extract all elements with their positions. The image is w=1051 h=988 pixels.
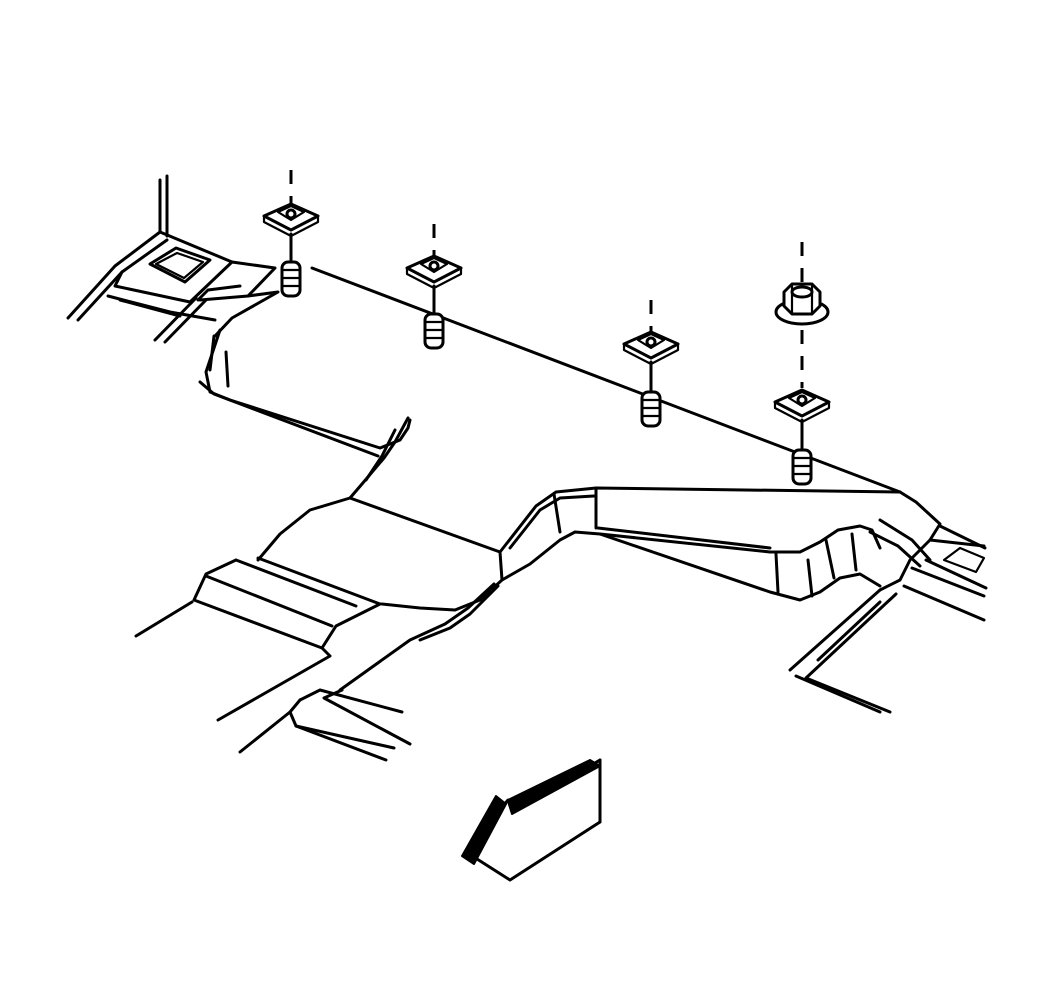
fastener-4 xyxy=(773,242,831,486)
front-direction-arrow-icon xyxy=(461,758,602,882)
flange-nut-icon xyxy=(774,282,830,326)
fastener-3 xyxy=(622,300,680,428)
underbody-panel xyxy=(134,266,988,762)
left-corner-bracket xyxy=(66,174,277,344)
fastener-2 xyxy=(405,224,463,350)
fastener-1 xyxy=(262,170,320,298)
